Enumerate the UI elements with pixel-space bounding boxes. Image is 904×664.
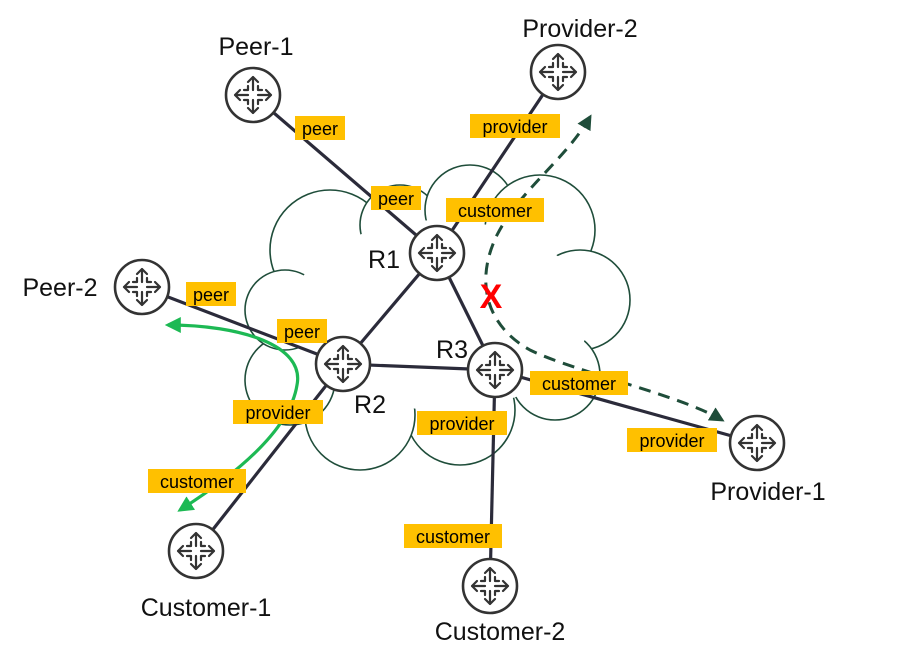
node-labels: Peer-1 Provider-2 Peer-2 R1 R2 R3 Provid…	[22, 15, 825, 646]
tag-r3-provider: provider	[429, 414, 494, 434]
router-icon-customer1	[167, 522, 225, 580]
tag-r1-customer: customer	[458, 201, 532, 221]
tag-r2-peer: peer	[284, 322, 320, 342]
link-peer2-r2	[141, 285, 344, 366]
router-icon-peer2	[113, 258, 171, 316]
link-r2-customer1	[194, 363, 345, 552]
tag-r2-provider: provider	[245, 403, 310, 423]
link-r3-customer2	[488, 369, 497, 587]
tag-r1-peer: peer	[378, 189, 414, 209]
tag-peer2-peer: peer	[193, 285, 229, 305]
relationship-tags: peer peer provider customer peer peer pr…	[148, 114, 717, 548]
router-icon-provider2	[529, 43, 587, 101]
tag-provider2-provider: provider	[482, 117, 547, 137]
label-peer1: Peer-1	[218, 33, 293, 61]
tag-r3-customer: customer	[542, 374, 616, 394]
label-provider1: Provider-1	[710, 478, 825, 506]
label-customer2: Customer-2	[435, 618, 566, 646]
tag-peer1-peer: peer	[302, 119, 338, 139]
router-icon-provider1	[728, 414, 786, 472]
router-icon-r3	[466, 341, 524, 399]
router-icon-peer1	[224, 66, 282, 124]
blocked-export-mark: X	[480, 278, 503, 316]
label-r1: R1	[368, 246, 400, 274]
router-icon-r1	[408, 224, 466, 282]
label-r2: R2	[354, 391, 386, 419]
label-customer1: Customer-1	[141, 594, 272, 622]
tag-provider1-provider: provider	[639, 431, 704, 451]
label-peer2: Peer-2	[22, 274, 97, 302]
tag-customer1-customer: customer	[160, 472, 234, 492]
tag-customer2-customer: customer	[416, 527, 490, 547]
link-provider2-r1	[435, 71, 560, 254]
label-provider2: Provider-2	[522, 15, 637, 43]
label-r3: R3	[436, 336, 468, 364]
router-icon-customer2	[461, 557, 519, 615]
router-icon-r2	[314, 335, 372, 393]
link-peer1-r1	[251, 93, 439, 255]
blocked-route-path	[484, 114, 725, 422]
